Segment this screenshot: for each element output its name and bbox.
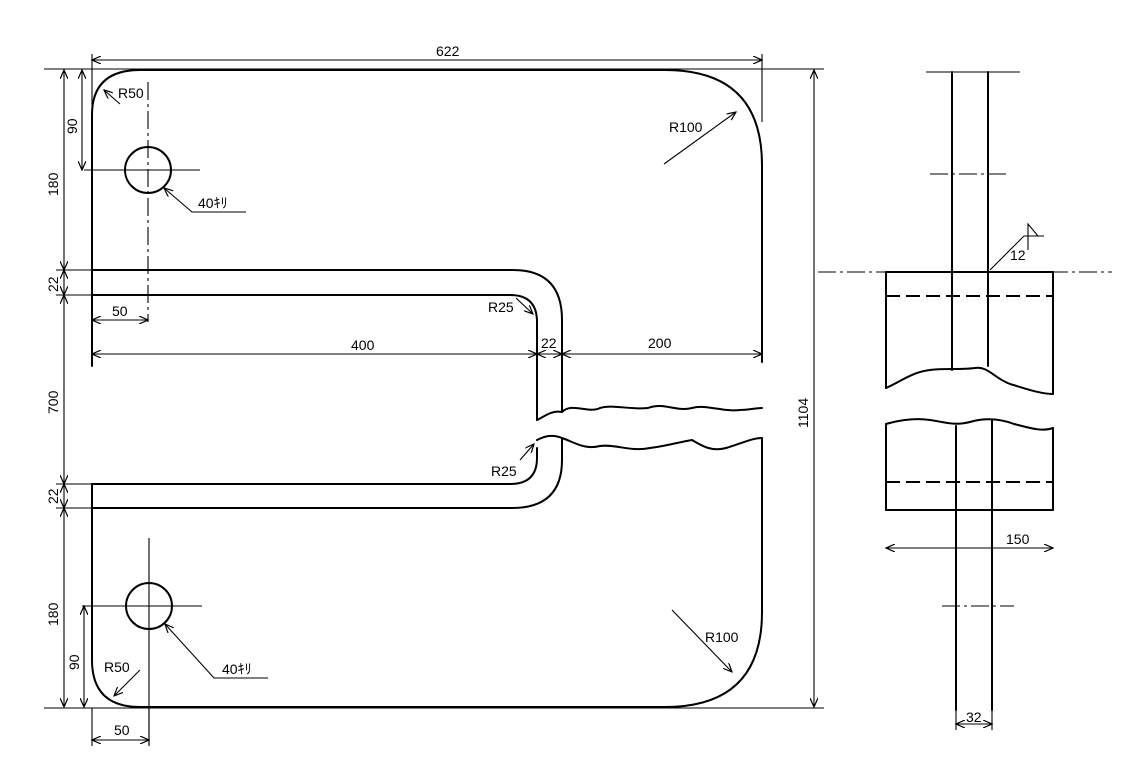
base-break-lower — [885, 418, 1054, 431]
label-r50-top: R50 — [118, 85, 144, 101]
dim-1104-label: 1104 — [795, 398, 811, 428]
leader-r50-top — [104, 90, 121, 105]
leader-r100-bottom — [671, 609, 732, 672]
upper-slot-outline — [91, 269, 563, 413]
dim-180-bottom-label: 180 — [45, 602, 61, 626]
lower-slot-inner — [91, 447, 538, 485]
dim-22-top-label: 22 — [45, 276, 61, 292]
label-hole-bottom: 40ｷﾘ — [222, 661, 252, 677]
dim-90-bottom-label: 90 — [66, 654, 82, 670]
dim-22-slot-label: 22 — [541, 335, 557, 351]
plate-outline-bottom — [91, 437, 763, 708]
label-r100-bottom: R100 — [705, 629, 739, 645]
leader-r25-bottom — [519, 444, 534, 461]
base-break-upper — [885, 366, 1054, 395]
dim-50-bottom-label: 50 — [114, 722, 130, 738]
dim-50-top-label: 50 — [112, 303, 128, 319]
label-r50-bottom: R50 — [104, 659, 130, 675]
leader-r50-bottom — [114, 669, 141, 696]
dim-90-top-label: 90 — [64, 118, 80, 134]
label-r25-bottom: R25 — [491, 463, 517, 479]
lower-slot-outline — [91, 437, 563, 509]
dim-150-label: 150 — [1006, 531, 1030, 547]
dim-200-label: 200 — [648, 335, 672, 351]
front-view: 622 1104 180 90 22 700 22 180 90 50 400 — [44, 43, 824, 746]
break-line-upper — [536, 405, 763, 421]
dim-22-bottom-label: 22 — [45, 488, 61, 504]
dim-400-label: 400 — [351, 337, 375, 353]
label-r100-top: R100 — [669, 119, 703, 135]
label-hole-top: 40ｷﾘ — [198, 195, 228, 211]
leader-hole-top — [164, 188, 246, 213]
dim-180-top-label: 180 — [45, 172, 61, 196]
dim-622-label: 622 — [436, 43, 460, 59]
label-r25-top: R25 — [488, 299, 514, 315]
weld-size-label: 12 — [1010, 247, 1026, 263]
weld-symbol: 12 — [989, 222, 1044, 271]
dim-32-label: 32 — [966, 709, 982, 725]
upper-slot-inner — [91, 294, 538, 421]
leader-r25-top — [515, 297, 533, 314]
leader-hole-bottom — [165, 624, 268, 679]
dim-700-label: 700 — [45, 390, 61, 414]
break-line-lower — [536, 434, 763, 451]
leader-r100-top — [663, 112, 736, 165]
side-view: 12 150 32 — [818, 71, 1112, 730]
plate-outline-top — [91, 69, 763, 367]
